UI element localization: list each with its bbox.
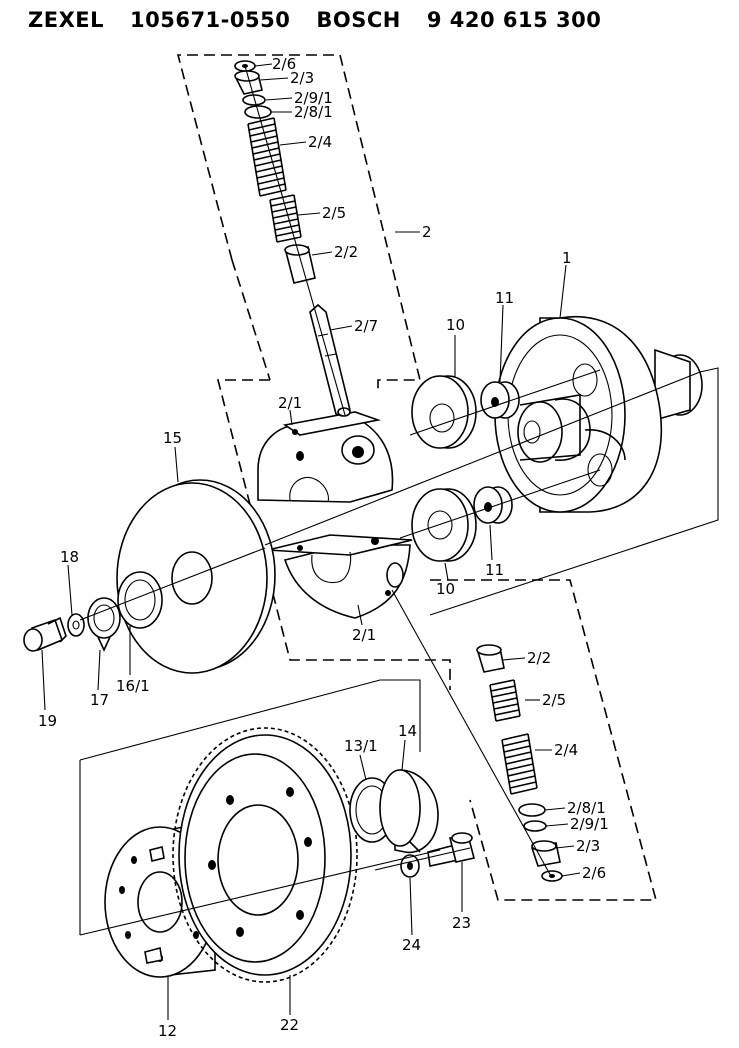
axis-washer-upper <box>409 369 601 436</box>
label-24: 24 <box>402 936 421 954</box>
part-10-washer-lower <box>411 488 477 562</box>
label-11-upper: 11 <box>495 289 514 307</box>
part-18-washer <box>67 613 85 637</box>
label-12: 12 <box>158 1022 177 1040</box>
label-17: 17 <box>90 691 109 709</box>
group-2-outline-link <box>231 259 271 381</box>
label-14: 14 <box>398 722 417 740</box>
label-15: 15 <box>163 429 182 447</box>
label-19: 19 <box>38 712 57 730</box>
axis-spring-lower <box>391 589 553 879</box>
drawing-header: ZEXEL 105671-0550 BOSCH 9 420 615 300 <box>28 8 627 32</box>
label-2-3-upper: 2/3 <box>290 69 314 87</box>
label-2-5-lower: 2/5 <box>542 691 566 709</box>
part-2-2-spring-cup-upper <box>284 244 316 284</box>
part-11-bushing-upper <box>480 381 520 419</box>
part-2-1-flyweight-upper <box>257 411 394 503</box>
part-2-2-spring-cup-lower <box>476 644 505 673</box>
label-2-9-1-lower: 2/9/1 <box>570 815 609 833</box>
part-2-6-cap-lower <box>541 870 563 882</box>
part-14-retaining-ring <box>379 769 439 854</box>
group-2-outline-left <box>216 379 451 690</box>
axis-spring-upper <box>244 65 346 416</box>
label-11-lower: 11 <box>485 561 504 579</box>
label-2-3-lower: 2/3 <box>576 837 600 855</box>
part-2-4-spring-outer-upper <box>247 117 287 197</box>
axis-main-upper <box>264 371 701 546</box>
label-2: 2 <box>422 223 432 241</box>
label-2-9-1-upper: 2/9/1 <box>294 89 333 107</box>
axis-gear-main <box>79 849 441 936</box>
part-2-3-spring-seat-upper <box>234 70 263 95</box>
part-2-8-1-shim-lower <box>518 803 546 817</box>
label-22: 22 <box>280 1016 299 1034</box>
part-2-7-guide-pin <box>309 303 351 417</box>
label-10-lower: 10 <box>436 580 455 598</box>
label-2-4-upper: 2/4 <box>308 133 332 151</box>
part-2-4-spring-outer-lower <box>501 733 538 795</box>
label-2-6-lower: 2/6 <box>582 864 606 882</box>
label-23: 23 <box>452 914 471 932</box>
part-10-washer-upper <box>411 375 477 449</box>
part-2-1-flyweight-lower <box>267 534 413 619</box>
part-16-1-ring <box>117 571 163 629</box>
label-1: 1 <box>562 249 572 267</box>
bosch-part-number: 9 420 615 300 <box>426 8 602 32</box>
axis-shaft-frame <box>429 367 719 616</box>
group-2-outline-right <box>430 579 658 901</box>
label-2-1-lower: 2/1 <box>352 626 376 644</box>
label-18: 18 <box>60 548 79 566</box>
part-1-hub-housing <box>494 316 703 513</box>
leader-lines <box>41 63 581 1020</box>
part-2-5-spring-inner-upper <box>269 194 302 243</box>
part-15-cover-disc <box>116 479 276 674</box>
label-2-5-upper: 2/5 <box>322 204 346 222</box>
label-2-8-1-lower: 2/8/1 <box>567 799 606 817</box>
label-13-1: 13/1 <box>344 737 378 755</box>
part-2-5-spring-inner-lower <box>489 679 521 722</box>
label-2-1-upper: 2/1 <box>278 394 302 412</box>
brand-zexel: ZEXEL <box>28 8 104 32</box>
label-16-1: 16/1 <box>116 677 150 695</box>
part-22-gear <box>172 727 358 983</box>
label-2-6-upper: 2/6 <box>272 55 296 73</box>
part-19-nut <box>23 616 67 652</box>
part-2-9-1-shim-upper <box>242 94 266 106</box>
label-2-2-upper: 2/2 <box>334 243 358 261</box>
axis-main-lower <box>79 547 266 621</box>
label-2-4-lower: 2/4 <box>554 741 578 759</box>
label-2-2-lower: 2/2 <box>527 649 551 667</box>
group-2-outline-upper <box>176 54 422 390</box>
axis-washer-lower <box>399 469 601 539</box>
zexel-part-number: 105671-0550 <box>130 8 291 32</box>
axis-gear-frame <box>79 679 421 761</box>
part-2-9-1-shim-lower <box>523 820 547 832</box>
part-2-3-spring-seat-lower <box>530 840 561 867</box>
brand-bosch: BOSCH <box>316 8 401 32</box>
part-23-bolt <box>427 832 475 867</box>
label-2-8-1-upper: 2/8/1 <box>294 103 333 121</box>
axis-bolt <box>374 847 471 871</box>
label-2-7: 2/7 <box>354 317 378 335</box>
part-11-bushing-lower <box>473 486 513 524</box>
label-10-upper: 10 <box>446 316 465 334</box>
